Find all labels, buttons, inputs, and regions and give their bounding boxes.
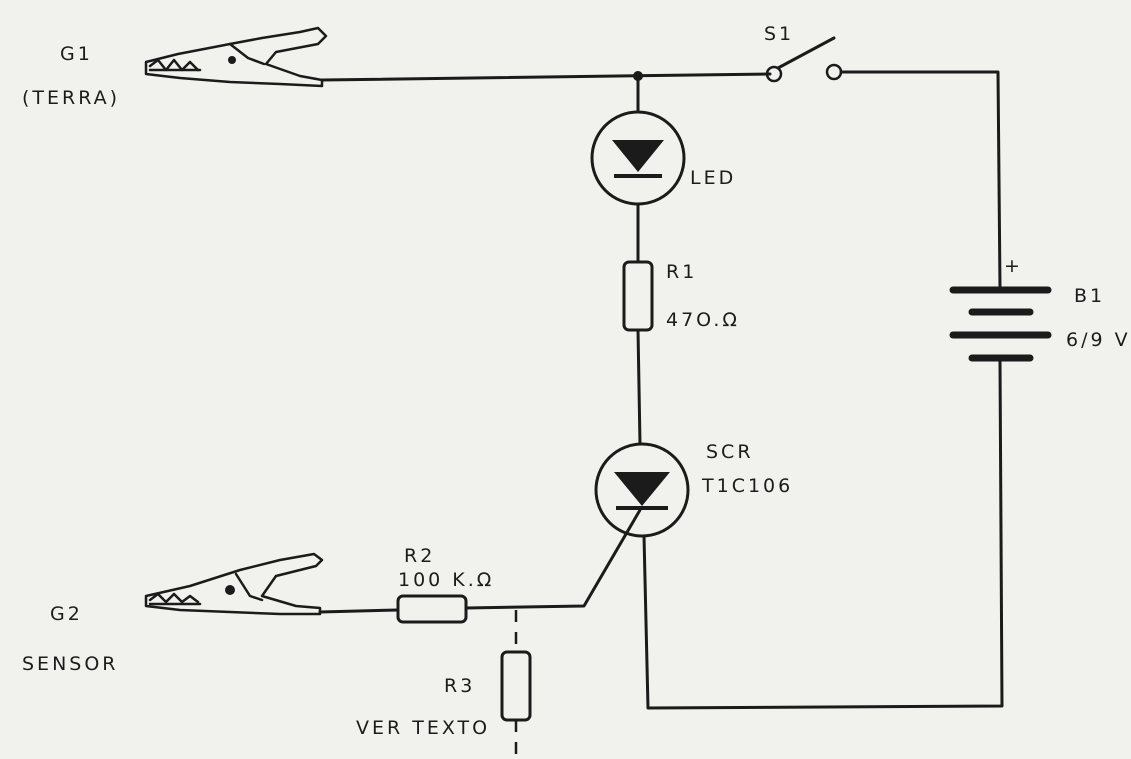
label-g2: G2 — [50, 603, 83, 625]
label-battery-plus: + — [1004, 255, 1023, 277]
clip-g2-icon — [144, 552, 324, 616]
wire-top — [320, 72, 772, 82]
label-g1-sub: (TERRA) — [22, 87, 120, 109]
label-s1: S1 — [764, 23, 794, 45]
label-scr: SCR — [706, 441, 754, 463]
label-r1: R1 — [666, 261, 697, 283]
wire-r1-scr — [636, 328, 642, 446]
label-r2: R2 — [404, 545, 435, 567]
label-r3: R3 — [444, 675, 475, 697]
scr-icon — [594, 442, 690, 538]
wire-r2-g2 — [318, 608, 400, 614]
resistor-r1-icon — [622, 260, 654, 332]
resistor-r2-icon — [396, 594, 468, 624]
switch-s1-icon — [765, 36, 843, 83]
wire-gate — [464, 508, 642, 610]
wire-switch-battery — [839, 70, 1002, 290]
led-icon — [590, 110, 686, 206]
battery-b1-icon — [949, 286, 1052, 362]
clip-g1-icon — [144, 26, 328, 88]
label-g2-sub: SENSOR — [22, 653, 119, 675]
label-led: LED — [690, 167, 736, 189]
label-scr-model: T1C106 — [701, 475, 793, 497]
resistor-r3-icon — [500, 650, 532, 722]
label-r3-note: VER TEXTO — [356, 717, 490, 739]
label-r2-value: 100 K.Ω — [398, 569, 494, 591]
label-r1-value: 47O.Ω — [666, 309, 740, 331]
label-battery: B1 — [1074, 285, 1105, 307]
wire-battery-bottom — [642, 358, 1004, 710]
label-g1: G1 — [60, 43, 93, 65]
label-battery-value: 6/9 V — [1066, 329, 1131, 351]
